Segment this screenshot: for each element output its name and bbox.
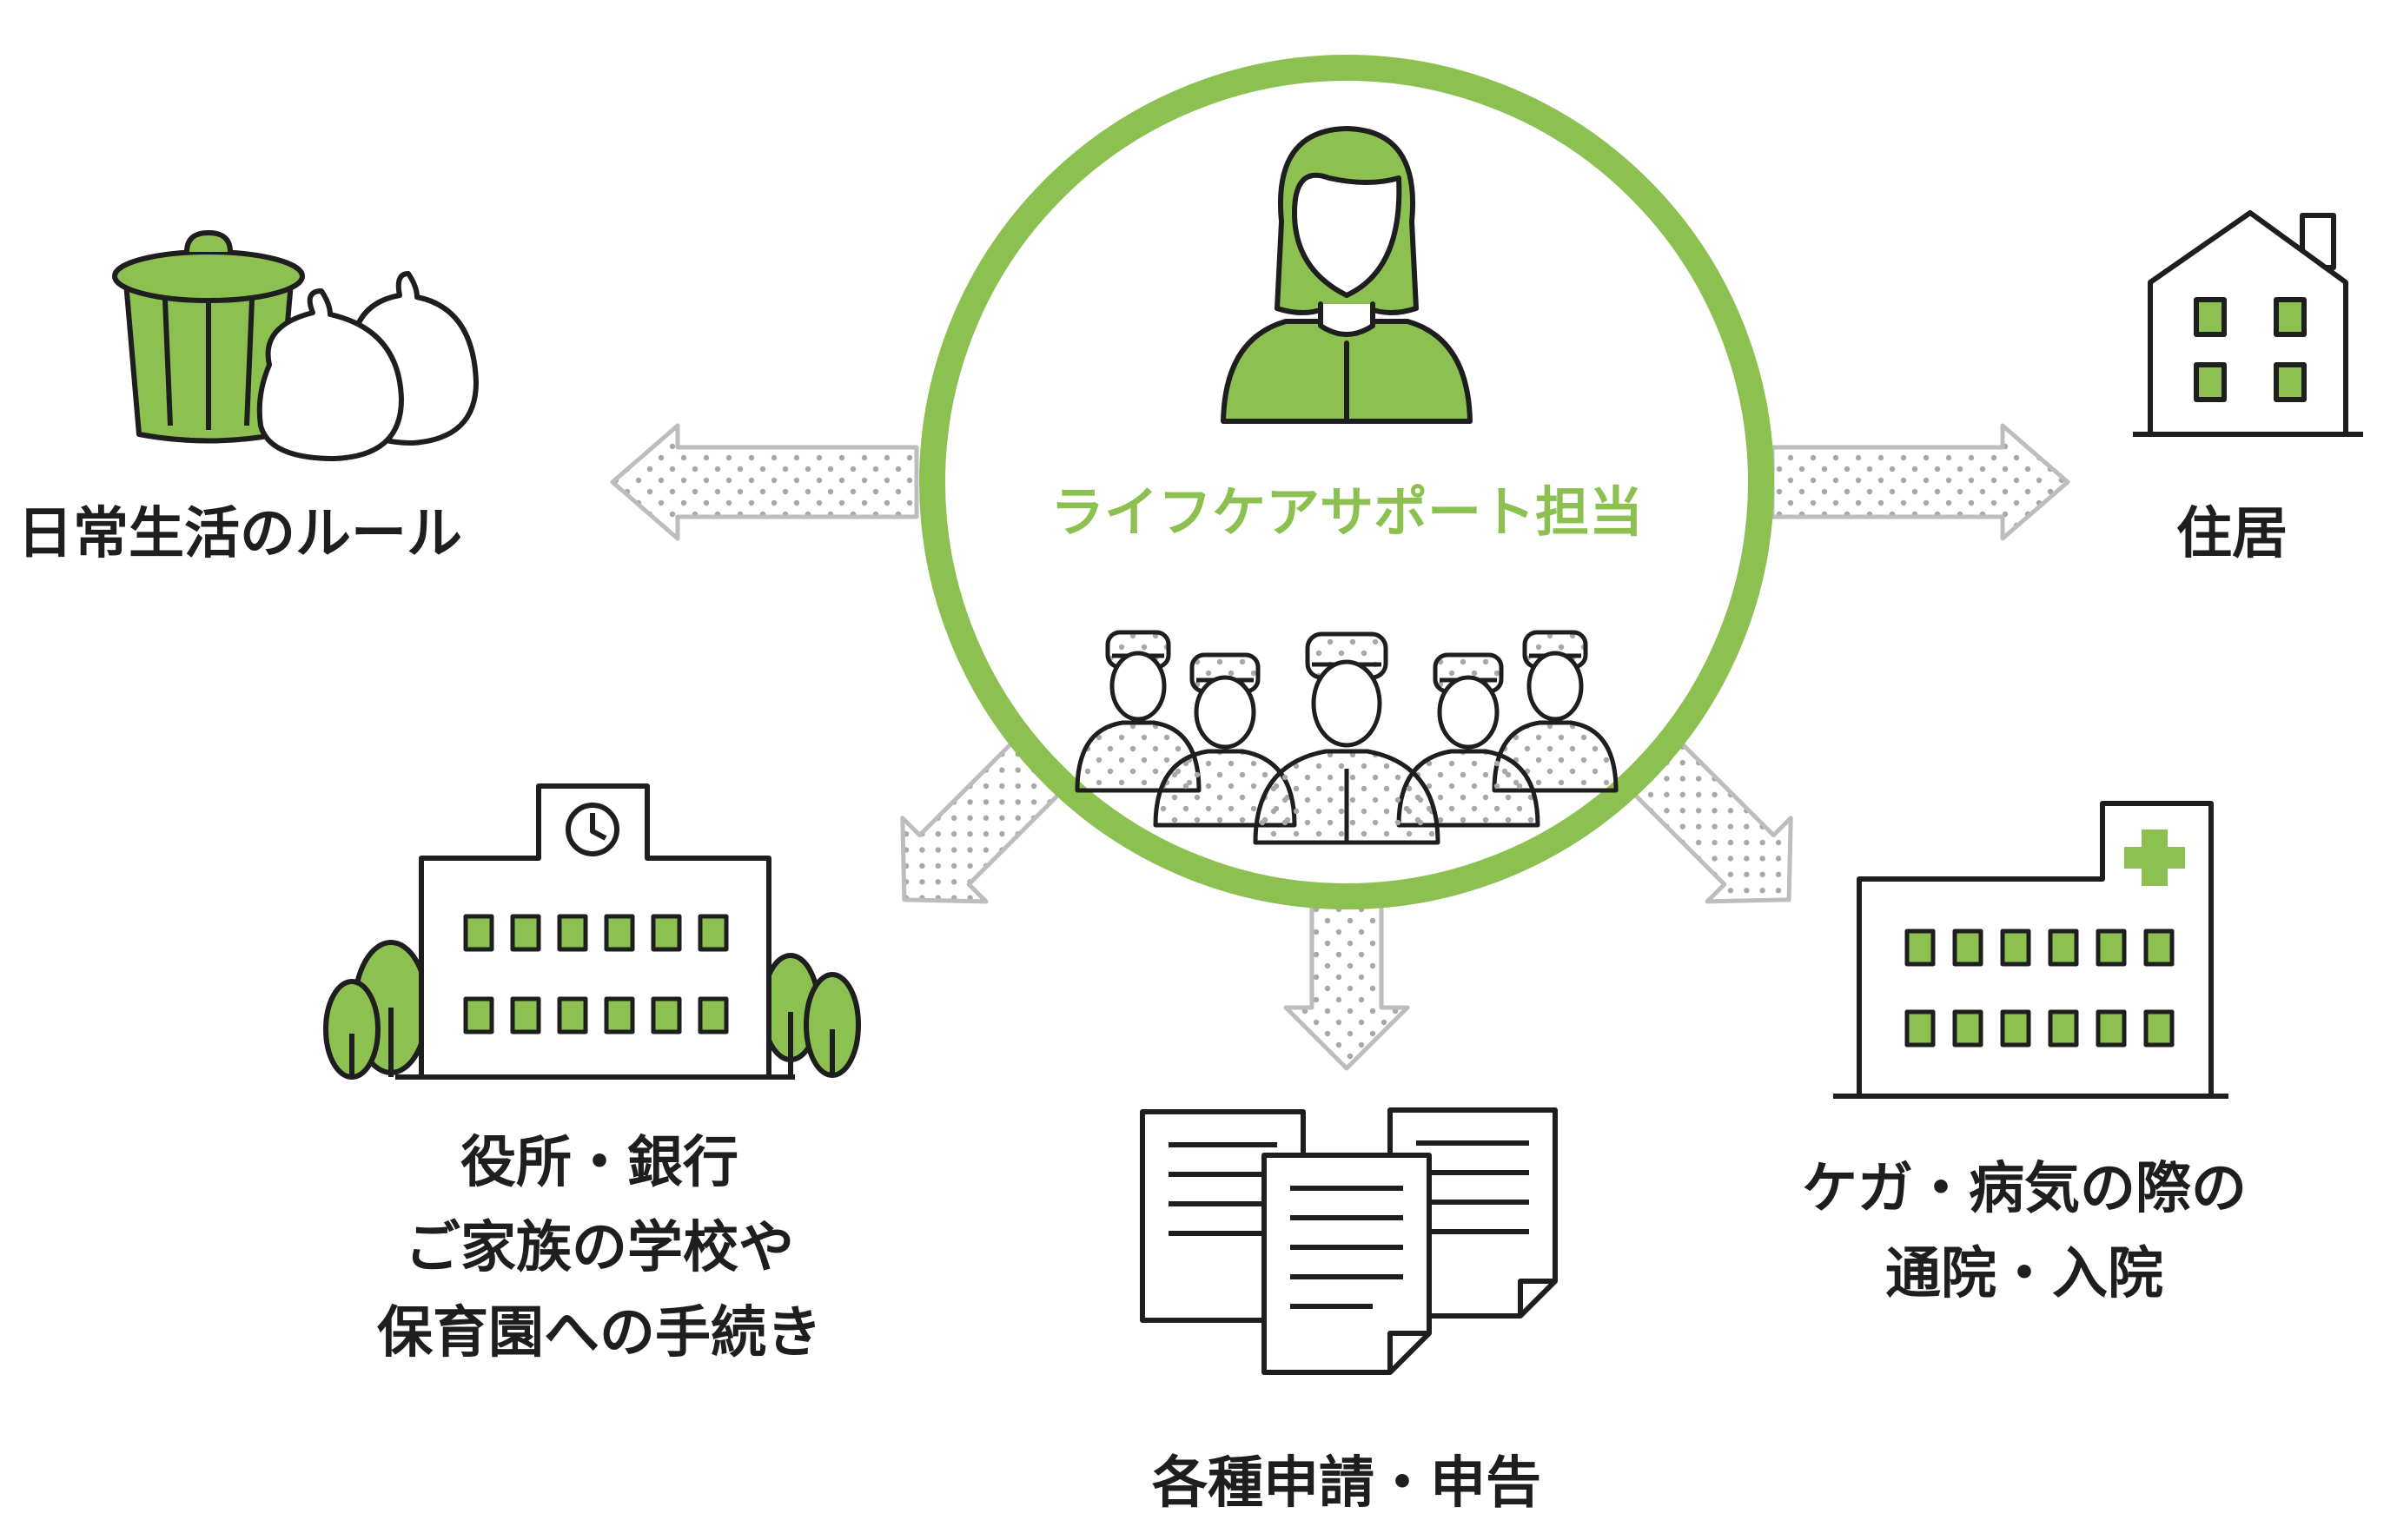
school-building-icon [323,783,861,1080]
label-office-line-2: ご家族の学校や [405,1216,794,1280]
label-housing: 住居 [2176,502,2288,566]
arrow-right [1770,423,2070,541]
label-hospital-line-1: ケガ・病気の際の [1802,1157,2247,1221]
center-title: ライフケアサポート担当 [1050,480,1643,544]
arrow-down [1283,892,1410,1071]
label-office-line-1: 役所・銀行 [460,1131,738,1195]
arrow-left [610,423,919,541]
staff-woman-icon [1221,126,1473,424]
label-office: 役所・銀行 ご家族の学校や 保育園への手続き [287,1120,912,1376]
hospital-icon [1833,801,2228,1099]
label-hospital-line-2: 通院・入院 [1885,1242,2163,1306]
label-hospital: ケガ・病気の際の 通院・入院 [1703,1147,2346,1317]
label-office-line-3: 保育園への手続き [377,1301,822,1365]
label-daily-rules: 日常生活のルール [17,502,462,566]
workers-icon [1075,630,1619,845]
label-applications: 各種申請・申告 [1152,1451,1541,1516]
documents-icon [1140,1107,1558,1375]
trash-can-icon [112,230,479,461]
house-icon [2133,210,2363,437]
